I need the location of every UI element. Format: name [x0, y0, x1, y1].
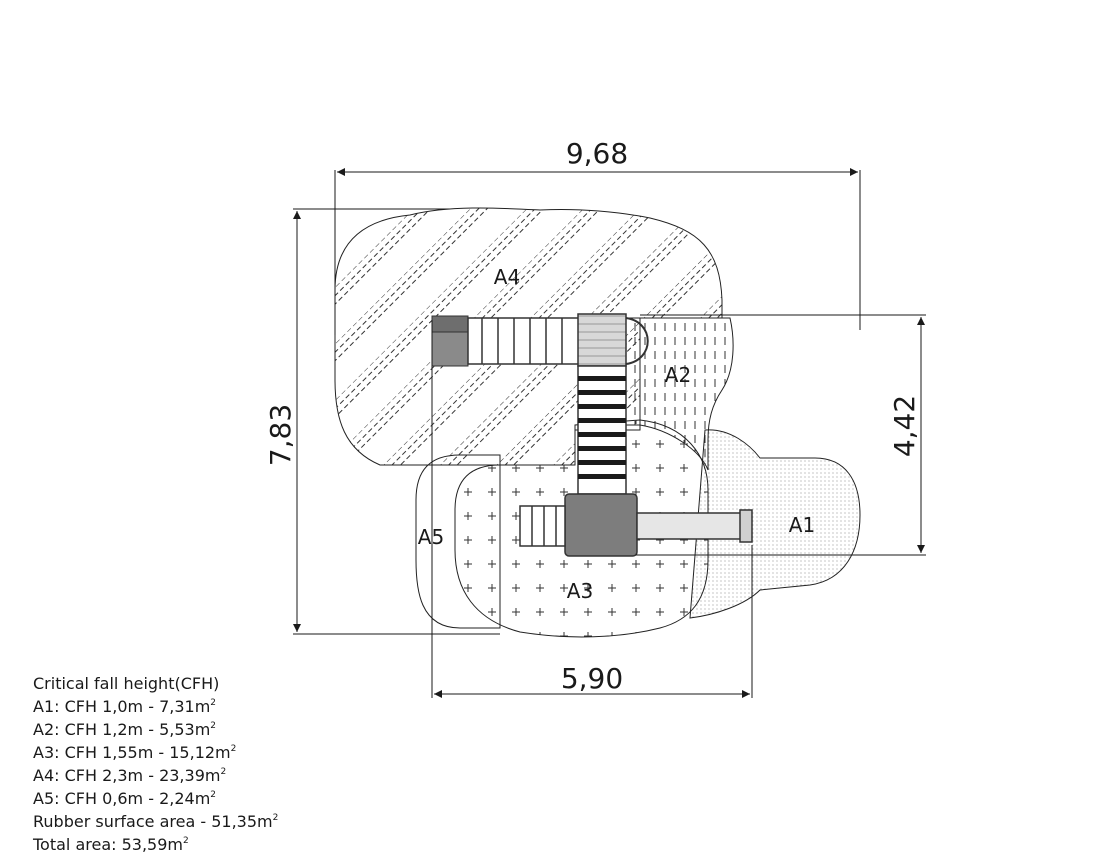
zone-a5-label: A5 — [418, 525, 444, 549]
dimension-inner-width: 5,90 — [561, 662, 623, 695]
zone-a3-label: A3 — [567, 579, 593, 603]
legend-row-a2: A2: CFH 1,2m - 5,53m2 — [33, 720, 217, 739]
ladder-bridge — [467, 317, 581, 365]
legend-row-a5: A5: CFH 0,6m - 2,24m2 — [33, 789, 217, 808]
ladder-bridge-rungs — [481, 318, 563, 364]
legend-row-a1: A1: CFH 1,0m - 7,31m2 — [33, 697, 217, 716]
dimension-inner-height: 4,42 — [888, 395, 921, 457]
area-legend: Critical fall height(CFH) A1: CFH 1,0m -… — [33, 672, 278, 856]
top-platform-deck — [577, 313, 627, 367]
legend-row-a3: A3: CFH 1,55m - 15,12m2 — [33, 743, 237, 762]
dimension-overall-height: 7,83 — [264, 404, 297, 466]
legend-title: Critical fall height(CFH) — [33, 674, 220, 693]
left-tower-roof — [431, 315, 469, 333]
zone-a2-label: A2 — [665, 363, 691, 387]
left-small-ladder — [519, 505, 566, 547]
zone-a1-area — [689, 429, 861, 619]
dimension-overall-width: 9,68 — [566, 137, 628, 170]
slide-end — [739, 509, 753, 543]
lower-platform — [564, 493, 638, 557]
dimension-lines — [293, 168, 926, 698]
top-platform-rail — [625, 317, 649, 365]
left-small-ladder-rungs — [531, 506, 557, 546]
zone-a4-label: A4 — [494, 265, 520, 289]
vertical-ladder-rungs — [578, 376, 626, 479]
zone-a1-label: A1 — [789, 513, 815, 537]
slide — [636, 512, 750, 540]
vertical-ladder — [577, 365, 627, 495]
legend-row-total-area: Total area: 53,59m2 — [33, 835, 189, 854]
legend-row-rubber-surface: Rubber surface area - 51,35m2 — [33, 812, 279, 831]
playground-equipment — [431, 313, 753, 557]
legend-row-a4: A4: CFH 2,3m - 23,39m2 — [33, 766, 227, 785]
